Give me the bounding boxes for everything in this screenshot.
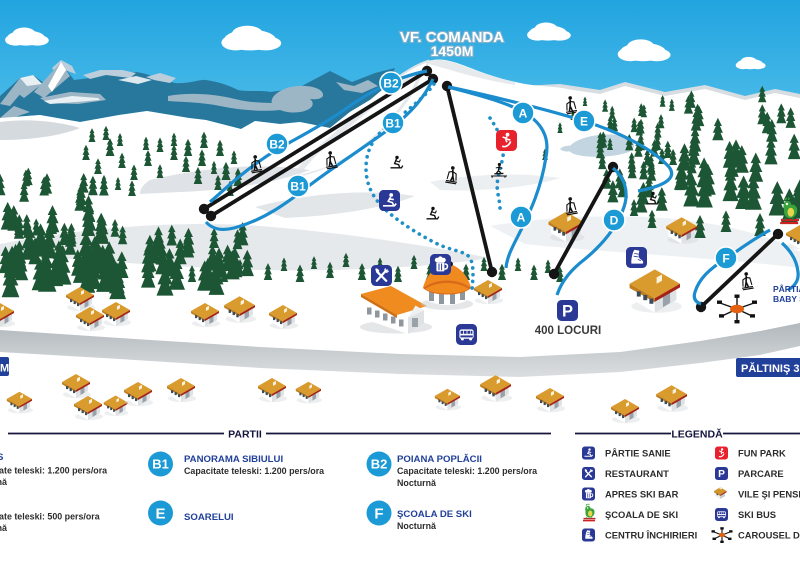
svg-text:1450M: 1450M	[431, 43, 474, 59]
svg-text:POIANA POPLĂCII: POIANA POPLĂCII	[397, 454, 482, 465]
svg-text:A: A	[519, 106, 528, 120]
svg-text:VILE ŞI PENSIUNI: VILE ŞI PENSIUNI	[738, 488, 800, 499]
svg-text:PÂRTIE SANIE: PÂRTIE SANIE	[605, 447, 671, 458]
svg-text:VF. COMANDA: VF. COMANDA	[400, 29, 504, 46]
svg-text:RESTAURANT: RESTAURANT	[605, 468, 669, 479]
svg-text:SKI BUS: SKI BUS	[738, 509, 776, 520]
svg-text:BABY SK: BABY SK	[773, 294, 800, 304]
svg-text:Nocturnă: Nocturnă	[0, 477, 7, 487]
svg-text:VF. COMANDA: VF. COMANDA	[400, 29, 504, 46]
svg-text:D: D	[610, 213, 619, 227]
svg-text:SOARELUI: SOARELUI	[184, 512, 234, 523]
svg-text:B1: B1	[290, 179, 306, 193]
svg-text:S: S	[0, 452, 4, 463]
svg-text:Nocturnă: Nocturnă	[397, 478, 436, 488]
svg-text:FUN PARK: FUN PARK	[738, 447, 786, 458]
svg-text:PANORAMA SIBIULUI: PANORAMA SIBIULUI	[184, 454, 283, 465]
svg-text:F: F	[722, 251, 729, 265]
svg-text:APRES SKI BAR: APRES SKI BAR	[605, 488, 679, 499]
svg-text:F: F	[374, 505, 383, 522]
svg-text:P: P	[562, 303, 573, 321]
svg-text:CENTRU ÎNCHIRIERI: CENTRU ÎNCHIRIERI	[605, 529, 697, 540]
svg-text:B2: B2	[269, 137, 285, 151]
svg-text:1450M: 1450M	[431, 43, 474, 59]
svg-text:PĂLTINIŞ 3 KM: PĂLTINIŞ 3 KM	[741, 362, 800, 375]
svg-text:Capacitate teleski: 500 pers/o: Capacitate teleski: 500 pers/ora	[0, 512, 100, 522]
svg-text:P: P	[718, 469, 725, 480]
svg-text:E: E	[580, 114, 588, 128]
svg-text:Nocturnă: Nocturnă	[397, 521, 436, 531]
svg-text:A: A	[517, 210, 526, 224]
svg-text:CAROUSEL DE C: CAROUSEL DE C	[738, 529, 800, 540]
svg-text:Capacitate teleski: 1.200 pers: Capacitate teleski: 1.200 pers/ora	[0, 466, 107, 476]
svg-text:Capacitate teleski: 1.200 pers: Capacitate teleski: 1.200 pers/ora	[184, 466, 324, 476]
svg-text:B1: B1	[385, 116, 401, 130]
svg-text:ŞCOALA DE SKI: ŞCOALA DE SKI	[397, 509, 472, 520]
svg-text:B2: B2	[371, 457, 388, 472]
svg-text:Nocturnă: Nocturnă	[0, 523, 7, 533]
svg-text:M: M	[0, 363, 9, 375]
svg-text:B2: B2	[383, 76, 399, 90]
svg-text:PÂRTIA: PÂRTIA	[773, 283, 800, 294]
svg-text:ŞCOALA DE SKI: ŞCOALA DE SKI	[605, 509, 678, 520]
svg-text:PARTII: PARTII	[228, 429, 262, 441]
svg-text:400 LOCURI: 400 LOCURI	[535, 325, 601, 337]
svg-text:B1: B1	[152, 457, 169, 472]
svg-text:LEGENDĂ: LEGENDĂ	[671, 428, 723, 441]
svg-text:Capacitate teleski: 1.200 pers: Capacitate teleski: 1.200 pers/ora	[397, 466, 537, 476]
svg-text:E: E	[155, 505, 165, 522]
svg-text:PARCARE: PARCARE	[738, 468, 784, 479]
